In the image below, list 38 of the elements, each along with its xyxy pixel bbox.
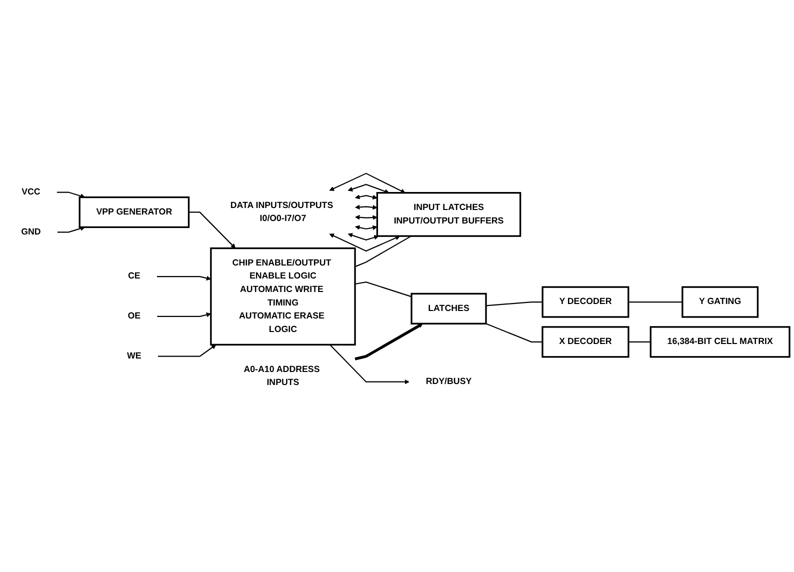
node-text: GND: [21, 228, 41, 237]
node-box: INPUT LATCHES INPUT/OUTPUT BUFFERS: [376, 192, 522, 238]
node-box: LATCHES: [410, 293, 487, 325]
node-text: DATA INPUTS/OUTPUTS I0/O0-I7/O7: [230, 200, 334, 224]
arrow: [329, 234, 400, 252]
connector: [486, 302, 543, 307]
node-box: 16,384-BIT CELL MATRIX: [650, 326, 790, 358]
arrow: [158, 344, 216, 358]
arrow: [355, 215, 378, 220]
connector: [354, 282, 412, 298]
node-box: X DECODER: [542, 326, 630, 358]
arrow: [355, 226, 378, 230]
arrow: [56, 192, 86, 199]
arrow: [157, 312, 212, 318]
node-text: CE: [128, 272, 140, 282]
node-box: Y DECODER: [542, 286, 630, 318]
node-box: CHIP ENABLE/OUTPUT ENABLE LOGIC AUTOMATIC WRITE TIMING AUTOMATIC ERASE LOGIC: [210, 248, 356, 346]
connector: [486, 323, 542, 343]
arrow: [348, 184, 390, 194]
node-text: A0-A10 ADDRESS INPUTS: [244, 364, 320, 388]
node-box: Y GATING: [682, 286, 759, 318]
node-text: RDY/BUSY: [426, 377, 472, 387]
connector: [628, 302, 682, 303]
arrow: [156, 276, 212, 281]
node-text: VCC: [22, 188, 40, 198]
arrow: [57, 226, 86, 234]
arrow: [330, 344, 410, 385]
arrow: [348, 233, 379, 241]
arrow: [355, 194, 378, 200]
arrow: [354, 324, 424, 361]
node-text: OE: [128, 312, 141, 322]
arrow: [188, 212, 236, 249]
node-box: VPP GENERATOR: [78, 196, 190, 228]
connector: [628, 342, 651, 343]
arrow: [355, 205, 378, 210]
node-text: WE: [127, 352, 142, 362]
arrow: [329, 173, 406, 194]
connector: [354, 236, 412, 268]
